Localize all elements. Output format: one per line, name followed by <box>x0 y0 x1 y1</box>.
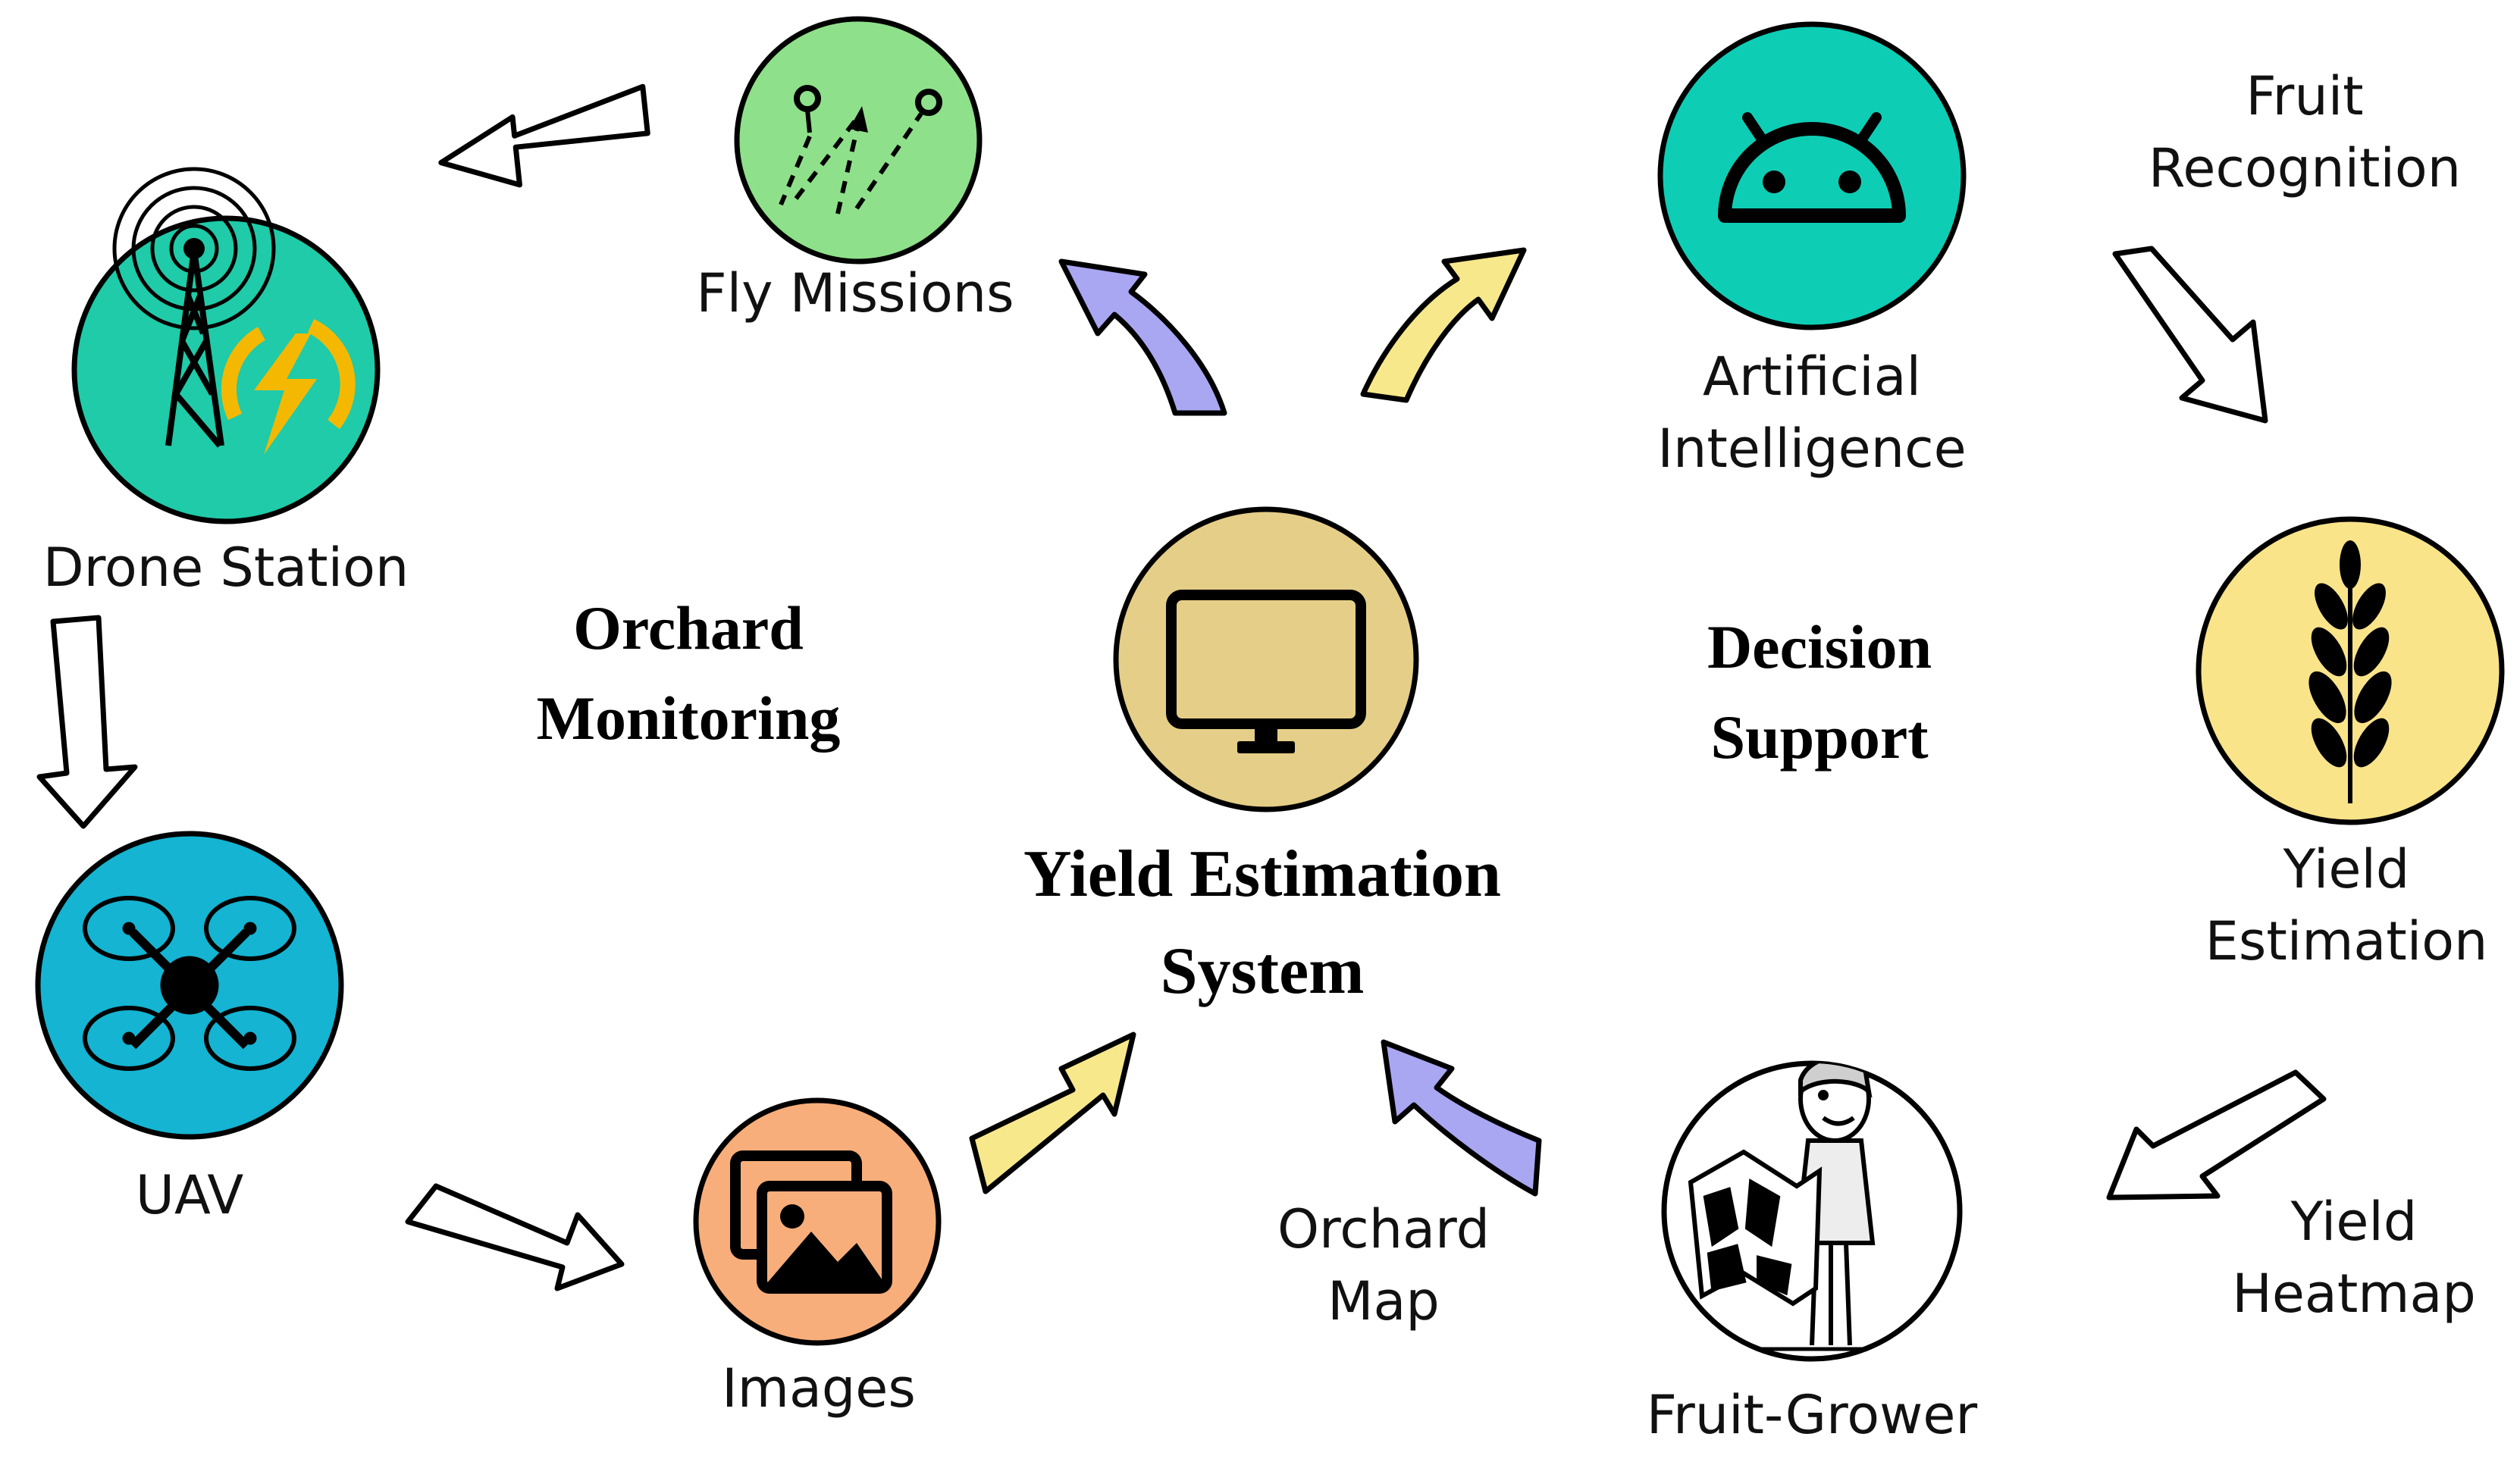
label-fly-missions: Fly Missions <box>696 262 1014 324</box>
center-title: Yield Estimation System <box>1023 826 1501 1019</box>
radio-tower-charging-icon <box>112 167 356 455</box>
label-uav: UAV <box>135 1164 244 1226</box>
arrow-yield-to-grower <box>2106 1069 2327 1200</box>
wheat-ear-icon <box>2308 540 2392 803</box>
label-artificial-intelligence: Artificial Intelligence <box>1657 346 1967 480</box>
center-title-line2: System <box>1160 934 1365 1008</box>
arrow-ai-to-yield <box>2112 246 2268 424</box>
android-robot-icon <box>1718 112 1906 223</box>
section-title-orchard-monitoring: Orchard Monitoring <box>537 584 841 764</box>
section-title-line2: Support <box>1710 702 1929 772</box>
node-uav <box>35 831 344 1140</box>
node-fly-missions <box>734 16 983 265</box>
flight-path-icon <box>779 85 942 214</box>
farmer-with-map-icon <box>1688 1063 1888 1351</box>
arrow-flymissions-to-dronestation <box>438 83 650 188</box>
edge-label-orchard-map: Orchard Map <box>1277 1198 1490 1332</box>
center-title-line1: Yield Estimation <box>1023 837 1501 911</box>
node-drone-station <box>71 167 381 524</box>
section-title-line1: Decision <box>1707 612 1932 681</box>
arrow-center-to-flymissions <box>1058 258 1227 416</box>
arrow-images-to-center <box>969 1031 1136 1194</box>
edge-label-yield-heatmap: Yield Heatmap <box>2232 1191 2476 1325</box>
section-title-decision-support: Decision Support <box>1707 603 1932 783</box>
label-images: Images <box>722 1357 916 1420</box>
node-yield-estimation <box>2196 516 2505 825</box>
center-node-yield-estimation-system <box>1113 506 1419 812</box>
arrow-center-to-ai <box>1360 247 1527 403</box>
monitor-icon <box>1166 590 1366 753</box>
label-drone-station: Drone Station <box>42 537 409 599</box>
node-images <box>693 1097 942 1346</box>
node-fruit-grower <box>1661 1060 1963 1362</box>
images-icon <box>730 1150 892 1294</box>
label-fruit-grower: Fruit-Grower <box>1646 1384 1978 1446</box>
arrow-dronestation-to-uav <box>36 615 138 829</box>
section-title-line2: Monitoring <box>536 683 841 753</box>
label-yield-estimation: Yield Estimation <box>2205 838 2488 972</box>
node-artificial-intelligence <box>1657 21 1967 330</box>
arrow-grower-to-center <box>1381 1039 1542 1197</box>
edge-label-fruit-recognition: Fruit Recognition <box>2148 65 2462 199</box>
arrow-uav-to-images <box>405 1183 625 1291</box>
drone-icon <box>83 896 296 1071</box>
section-title-line1: Orchard <box>573 593 804 662</box>
